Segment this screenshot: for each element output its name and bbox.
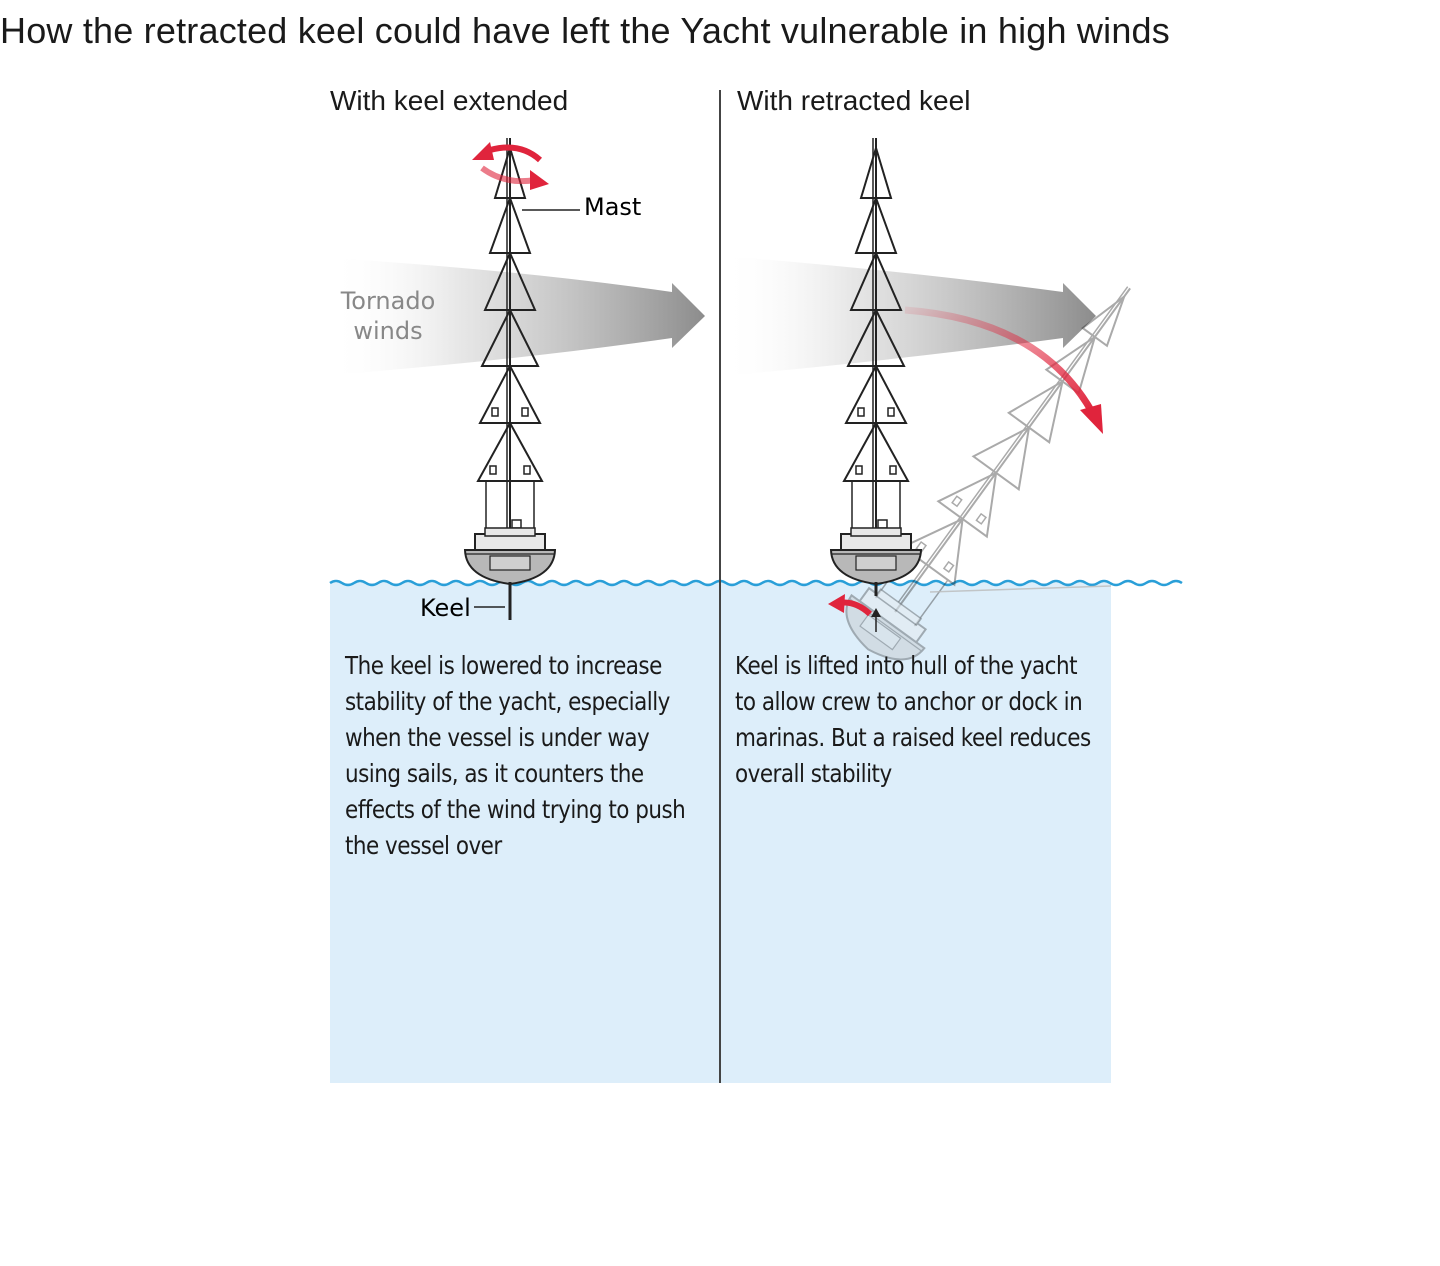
keel-label: Keel [420, 594, 471, 622]
left-panel-heading: With keel extended [330, 85, 569, 116]
page-title: How the retracted keel could have left t… [0, 10, 1170, 51]
water-surface-waves [329, 579, 1183, 587]
mast-label: Mast [584, 193, 641, 221]
heel-arrow-icon [828, 594, 845, 613]
capsize-arc [904, 306, 1096, 414]
wind-label-line2: winds [353, 317, 422, 345]
right-description: Keel is lifted into hull of the yacht to… [735, 651, 1091, 788]
wind-arrow-right [722, 256, 1096, 376]
right-panel-heading: With retracted keel [737, 85, 971, 116]
wind-arrow-left [330, 258, 705, 375]
keel-lift-arrow-icon [871, 608, 881, 617]
left-description: The keel is lowered to increase stabilit… [345, 651, 686, 860]
yacht-keel-retracted [830, 137, 922, 585]
yacht-keel-extended [464, 137, 556, 585]
capsize-arrow-icon [1080, 404, 1103, 434]
wind-label-line1: Tornado [340, 287, 436, 315]
sway-arrow-icon [530, 170, 549, 190]
sway-arc-top [489, 144, 543, 163]
